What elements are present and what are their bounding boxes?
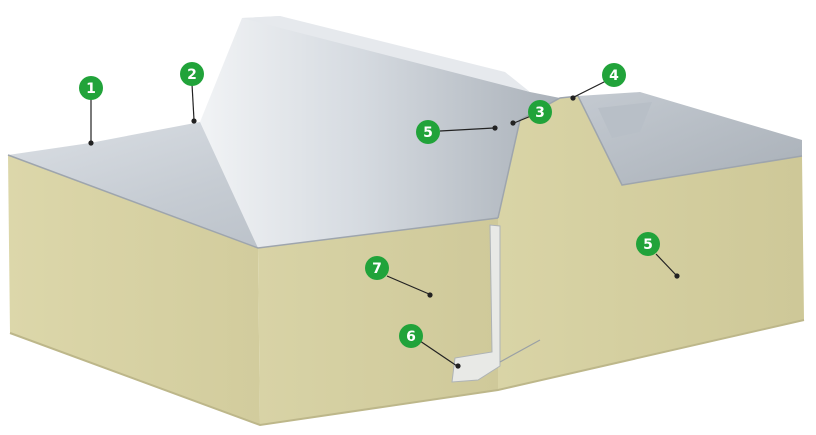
- top-skin-edge: [7, 154, 499, 249]
- callout-label-4: 4: [609, 68, 619, 84]
- callout-1: 1: [79, 76, 103, 100]
- leader-dot-6: [455, 363, 461, 369]
- leader-4: [573, 80, 607, 98]
- callout-label-1: 1: [86, 81, 96, 97]
- callout-6: 6: [399, 324, 423, 348]
- callout-label-5a: 5: [423, 125, 433, 141]
- callout-5a: 5: [416, 120, 440, 144]
- callout-label-6: 6: [406, 329, 416, 345]
- leader-6: [419, 340, 458, 367]
- callout-badge-6: [399, 324, 423, 348]
- leader-dot-2: [191, 118, 197, 124]
- leader-dot-5b: [674, 273, 680, 279]
- leader-5b: [655, 253, 677, 276]
- callout-label-3: 3: [535, 105, 545, 121]
- callout-label-7: 7: [372, 261, 382, 277]
- callout-2: 2: [180, 62, 204, 86]
- leader-dot-5a: [492, 125, 498, 131]
- leader-5a: [439, 127, 495, 132]
- metal-right-valley: [598, 102, 652, 138]
- callout-badge-5a: [416, 120, 440, 144]
- leader-dot-7: [427, 292, 433, 298]
- callout-badge-2: [180, 62, 204, 86]
- metal-rib-ridge: [242, 16, 530, 92]
- callout-label-5b: 5: [643, 237, 653, 253]
- leader-3: [513, 115, 532, 124]
- callout-5b: 5: [636, 232, 660, 256]
- leader-dot-1: [88, 140, 94, 146]
- callout-badge-7: [365, 256, 389, 280]
- callout-3: 3: [528, 100, 552, 124]
- leader-2: [191, 83, 195, 121]
- callout-label-2: 2: [187, 67, 197, 83]
- joint-seal: [499, 339, 541, 363]
- leader-dot-3: [510, 120, 516, 126]
- leader-lines: [88, 80, 680, 369]
- foam-left-face: [8, 155, 260, 425]
- callout-4: 4: [602, 63, 626, 87]
- rib-edge: [497, 95, 803, 219]
- callout-badge-1: [79, 76, 103, 100]
- foam-front-face: [258, 218, 498, 425]
- callout-7: 7: [365, 256, 389, 280]
- leader-dot-4: [570, 95, 576, 101]
- callout-badge-4: [602, 63, 626, 87]
- bottom-edge: [9, 319, 805, 427]
- leader-7: [386, 275, 430, 295]
- callout-badge-3: [528, 100, 552, 124]
- callout-badge-5b: [636, 232, 660, 256]
